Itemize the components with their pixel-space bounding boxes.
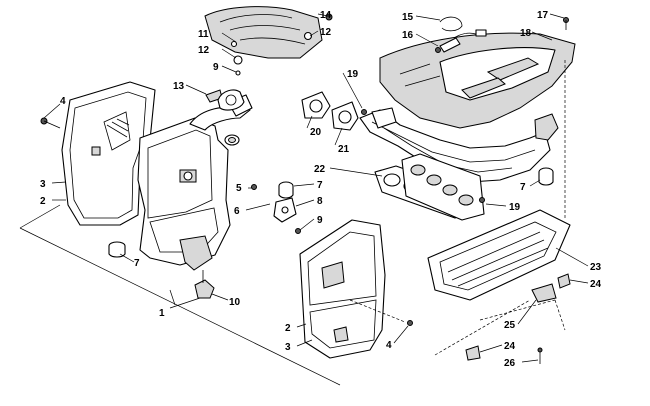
rubber-grommet-right xyxy=(538,167,554,186)
assembly-bracket-lines xyxy=(19,204,341,386)
callout-24-left: 24 xyxy=(504,341,516,352)
callout-23: 23 xyxy=(590,262,602,273)
oxygen-sensor-16 xyxy=(435,29,487,53)
bolt-26 xyxy=(537,347,543,364)
callout-15: 15 xyxy=(402,12,414,23)
callout-25: 25 xyxy=(504,320,516,331)
callout-labels: 1 2 2 3 3 4 4 5 6 7 7 7 8 9 9 10 11 12 1… xyxy=(40,10,602,369)
callout-2-left: 2 xyxy=(40,196,46,207)
bolt-19-upper xyxy=(361,109,367,115)
callout-5: 5 xyxy=(236,183,242,194)
bolt-5 xyxy=(251,184,257,190)
callout-18: 18 xyxy=(520,28,532,39)
callout-20: 20 xyxy=(310,127,322,138)
mount-bracket-10 xyxy=(194,270,215,299)
clamp-24-left xyxy=(465,345,481,361)
skid-plate-23 xyxy=(427,209,571,301)
callout-24-right: 24 xyxy=(590,279,602,290)
callout-10: 10 xyxy=(229,297,241,308)
leader-lines xyxy=(43,13,589,363)
grommet-center xyxy=(278,181,294,199)
manifold-heat-shield-18 xyxy=(379,32,576,129)
callout-14: 14 xyxy=(320,10,332,21)
callout-7-right: 7 xyxy=(520,182,526,193)
callout-19-upper: 19 xyxy=(347,69,359,80)
callout-3-left: 3 xyxy=(40,179,46,190)
callout-22: 22 xyxy=(314,164,326,175)
upper-heat-shield-11 xyxy=(204,6,323,59)
callout-4-left: 4 xyxy=(60,96,66,107)
exhaust-gasket-20 xyxy=(301,91,331,119)
callout-13: 13 xyxy=(173,81,185,92)
callout-9-lower: 9 xyxy=(317,215,323,226)
muffler-body xyxy=(137,94,253,271)
callout-8: 8 xyxy=(317,196,323,207)
bolt-19-lower xyxy=(479,197,485,203)
callout-6: 6 xyxy=(234,206,240,217)
assembly-guide-lines xyxy=(349,60,566,356)
lower-heat-shield xyxy=(299,219,413,359)
callout-19-lower: 19 xyxy=(509,202,521,213)
exhaust-manifold xyxy=(359,107,559,221)
exhaust-gasket-21 xyxy=(331,101,359,131)
callout-4-lower: 4 xyxy=(386,340,392,351)
callout-12-left: 12 xyxy=(198,45,210,56)
rubber-grommet-left xyxy=(108,241,126,258)
callout-12-right: 12 xyxy=(320,27,332,38)
bolt-17 xyxy=(563,17,569,30)
callout-2-lower: 2 xyxy=(285,323,291,334)
callout-1: 1 xyxy=(159,308,165,319)
callout-7-center: 7 xyxy=(317,180,323,191)
muffler-outer-heat-shield xyxy=(61,81,156,226)
bolt-left xyxy=(40,117,61,129)
clamp-gasket xyxy=(217,89,245,111)
bracket-25 xyxy=(531,283,557,303)
callout-9-upper: 9 xyxy=(213,62,219,73)
callout-21: 21 xyxy=(338,144,350,155)
mount-bracket-8 xyxy=(273,197,297,223)
bolt-9-lower xyxy=(295,228,301,234)
clamp-24-right xyxy=(557,273,571,289)
sensor-clip-15 xyxy=(439,16,463,32)
callout-11: 11 xyxy=(198,29,209,40)
callout-7-left: 7 xyxy=(134,258,140,269)
callout-16: 16 xyxy=(402,30,414,41)
callout-26: 26 xyxy=(504,358,516,369)
callout-3-lower: 3 xyxy=(285,342,291,353)
callout-17: 17 xyxy=(537,10,549,21)
